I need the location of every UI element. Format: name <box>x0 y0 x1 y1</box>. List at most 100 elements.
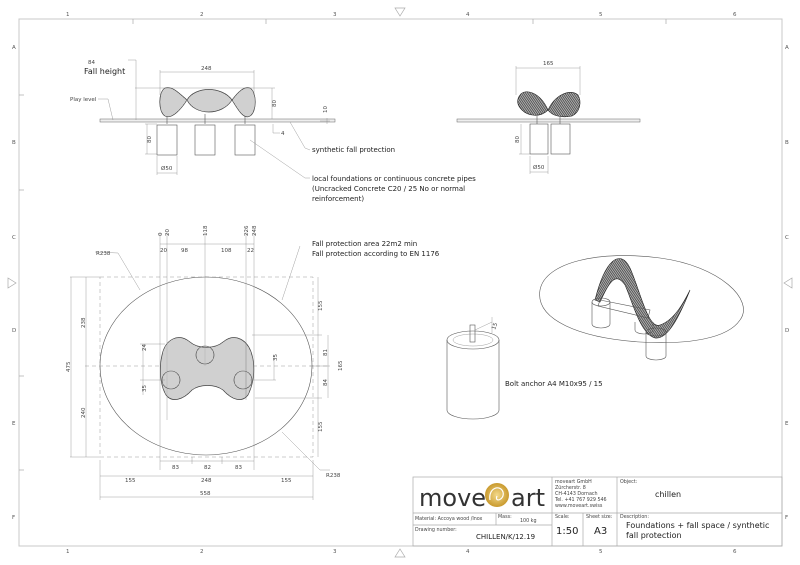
description-line: fall protection <box>626 531 682 540</box>
sheet-size-value: A3 <box>594 526 607 537</box>
side-foundation-diameter-dim: Ø50 <box>533 164 545 171</box>
frame-markers <box>7 7 793 558</box>
inner-dim: 35 <box>273 354 279 361</box>
mass-label: Mass: <box>498 514 512 520</box>
fall-height-label: Fall height <box>84 67 125 76</box>
grid-row: D <box>785 328 789 334</box>
ordinate-dim: 20 <box>165 229 171 236</box>
grid-col: 4 <box>466 549 470 555</box>
bottom-dim: 248 <box>201 478 212 484</box>
seat-side-left <box>517 91 549 116</box>
grid-row: F <box>12 515 15 521</box>
bolt-dim: 15 <box>491 322 499 331</box>
grid-col: 4 <box>466 12 470 18</box>
ordinate-dim: 0 <box>158 232 164 236</box>
synthetic-fall-protection-label: synthetic fall protection <box>312 146 395 154</box>
mass-value: 100 kg <box>520 518 537 524</box>
grid-col: 2 <box>200 12 204 18</box>
grid-col: 6 <box>733 12 737 18</box>
foundation <box>156 124 178 156</box>
grid-row: E <box>12 421 16 427</box>
play-level-surface <box>99 118 336 123</box>
foundation-diameter-dim: Ø50 <box>161 165 173 172</box>
grid-col: 2 <box>200 549 204 555</box>
right-dim: 81 <box>323 349 329 356</box>
foundation-label: reinforcement) <box>312 195 364 203</box>
radius-dim: R238 <box>326 473 341 479</box>
seat-height-dim: 80 <box>272 100 278 107</box>
grid-row: A <box>785 45 789 51</box>
company-line: Tel. +41 767 929 546 <box>554 497 607 503</box>
grid-col: 5 <box>599 12 603 18</box>
logo-text: art <box>511 484 545 512</box>
foundation <box>529 123 549 155</box>
foundation <box>234 124 256 156</box>
width-dim: 248 <box>201 66 212 72</box>
grid-row: D <box>12 328 16 334</box>
bottom-inner-dim: 83 <box>172 465 179 471</box>
foundation <box>550 123 571 155</box>
seat-lobe-right <box>231 87 256 118</box>
grid-row: F <box>785 515 788 521</box>
seat-iso <box>594 258 691 339</box>
fall-height-value: 84 <box>88 60 95 66</box>
play-level-label: Play level <box>70 97 97 103</box>
drawing-number-label: Drawing number: <box>415 527 457 533</box>
ordinate-dim: 118 <box>203 225 209 236</box>
seat-lobe-middle <box>186 89 233 113</box>
chain-dim: 22 <box>247 248 254 254</box>
object-label: Object: <box>620 479 638 485</box>
grid-row-labels: A B C D E F A B C D E F <box>12 45 789 521</box>
scale-label: Scale: <box>555 514 570 520</box>
material: Material: Accoya wood /Inox <box>415 516 483 522</box>
inner-dim: 24 <box>142 344 148 351</box>
seat-plan <box>160 337 255 400</box>
bottom-total-dim: 558 <box>200 491 211 497</box>
foundation-label: local foundations or continuous concrete… <box>312 175 476 183</box>
right-dim: 84 <box>323 379 329 386</box>
sheet-frame <box>18 18 783 547</box>
grid-col: 1 <box>66 549 70 555</box>
side-foundation-depth-dim: 80 <box>515 136 521 143</box>
chain-dim: 108 <box>221 248 232 254</box>
fall-area-label: Fall protection area 22m2 min <box>312 240 417 248</box>
total-depth-dim: 475 <box>66 361 72 372</box>
description-label: Description: <box>620 514 649 520</box>
grid-row: B <box>12 140 16 146</box>
depth-dim: 240 <box>81 407 87 418</box>
bolt-anchor-label: Bolt anchor A4 M10x95 / 15 <box>505 380 603 388</box>
side-view: 165 80 Ø50 <box>456 61 641 174</box>
grid-col: 6 <box>733 549 737 555</box>
object-value: chillen <box>655 490 681 499</box>
logo-text: move <box>419 484 486 512</box>
bottom-inner-dim: 82 <box>204 465 211 471</box>
side-width-dim: 165 <box>543 61 554 67</box>
right-dim: 165 <box>338 360 344 371</box>
radius-dim: R238 <box>96 251 111 257</box>
plan-view: Fall protection area 22m2 min Fall prote… <box>66 225 440 500</box>
chain-dim: 98 <box>181 248 188 254</box>
company-line: Zürcherstr. 8 <box>555 485 586 491</box>
offset-dim: 4 <box>281 131 285 137</box>
grid-column-labels: 1 2 3 4 5 6 1 2 3 4 5 6 <box>66 12 737 555</box>
grid-row: E <box>785 421 789 427</box>
bottom-inner-dim: 83 <box>235 465 242 471</box>
drawing-number: CHILLEN/K/12.19 <box>476 533 535 541</box>
front-view: 84 Fall height Play level 248 80 10 4 80… <box>70 59 476 203</box>
grid-row: B <box>785 140 789 146</box>
bottom-dim: 155 <box>125 478 136 484</box>
grid-col: 3 <box>333 12 337 18</box>
protection-thickness-dim: 10 <box>323 106 329 113</box>
company-line: www.moveart.swiss <box>555 503 603 509</box>
company-line: CH-4143 Dornach <box>555 491 598 497</box>
grid-row: C <box>12 235 16 241</box>
bolt-anchor-detail: 15 Bolt anchor A4 M10x95 / 15 <box>446 317 603 420</box>
sheet-size-label: Sheet size: <box>586 514 613 520</box>
right-dim: 155 <box>318 300 324 311</box>
moveart-logo: move art <box>419 483 545 512</box>
grid-col: 5 <box>599 549 603 555</box>
scale-value: 1:50 <box>556 526 578 537</box>
grid-col: 3 <box>333 549 337 555</box>
foundation <box>194 124 216 156</box>
